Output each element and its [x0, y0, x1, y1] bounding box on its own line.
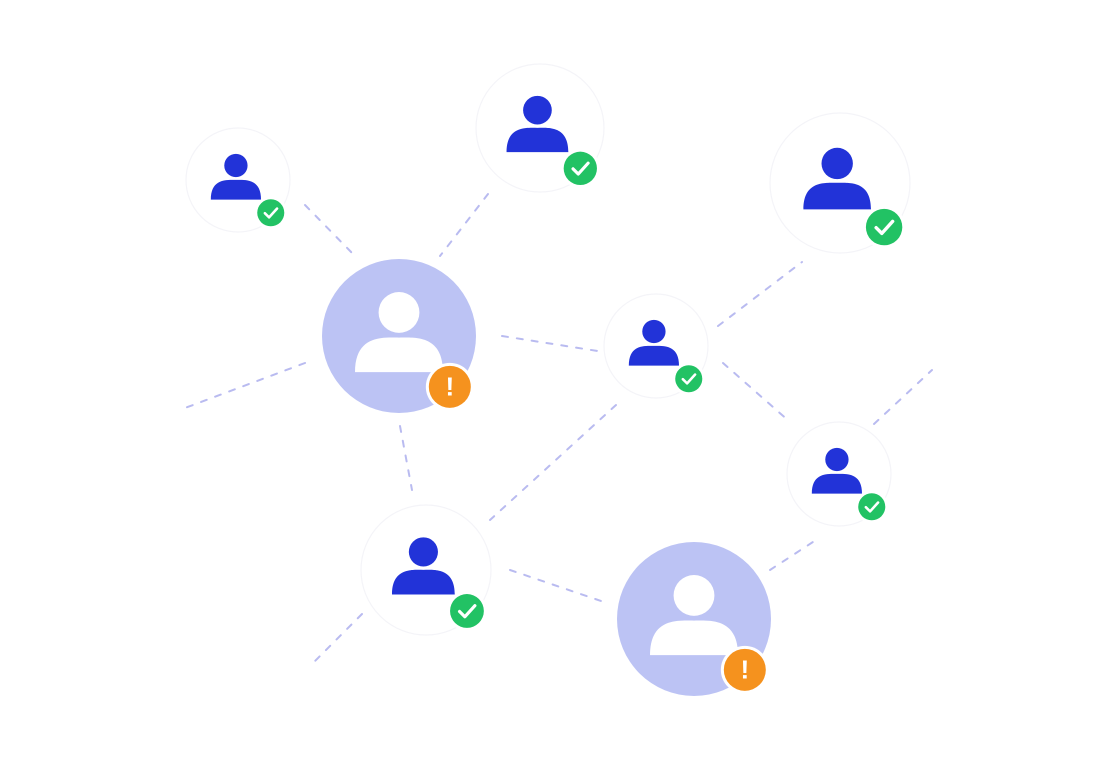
exclamation-circle-icon: ! — [720, 645, 769, 694]
verified-user-node[interactable] — [185, 127, 291, 233]
user-icon — [628, 319, 680, 366]
user-icon — [650, 575, 738, 656]
warning-glyph: ! — [445, 372, 454, 402]
verified-user-node[interactable] — [786, 421, 892, 527]
check-circle-icon — [862, 205, 906, 249]
connection-line-u1-u4 — [304, 204, 356, 257]
connection-line-u5-u7 — [489, 404, 617, 521]
warning-glyph: ! — [740, 655, 749, 685]
connection-line-u6-offscreen-right — [873, 369, 933, 425]
check-circle-icon — [254, 196, 288, 230]
connection-line-u5-u3 — [717, 261, 803, 327]
verified-user-node[interactable] — [475, 63, 605, 193]
user-icon — [210, 153, 262, 200]
connection-lines — [184, 193, 933, 665]
user-icon — [803, 147, 871, 210]
user-icon — [506, 95, 569, 153]
check-circle-icon — [672, 362, 706, 396]
check-circle-icon — [447, 591, 487, 631]
user-icon — [811, 447, 863, 494]
connection-line-u4-u5 — [501, 335, 605, 353]
flagged-user-node[interactable]: ! — [617, 542, 771, 696]
check-circle-icon — [855, 490, 889, 524]
flagged-user-node[interactable]: ! — [322, 259, 476, 413]
connection-line-u7-offscreen-bottom-left — [311, 613, 363, 665]
verified-user-node[interactable] — [603, 293, 709, 399]
connection-line-u8-u6 — [769, 539, 817, 571]
user-icon — [355, 292, 443, 373]
user-nodes: !! — [185, 63, 911, 696]
connection-line-u2-u4 — [439, 193, 489, 257]
connection-line-u5-u6 — [722, 362, 791, 423]
user-icon — [392, 537, 455, 595]
connection-line-u4-u7 — [399, 425, 413, 491]
check-circle-icon — [560, 148, 600, 188]
connection-line-u7-u8 — [509, 569, 605, 603]
exclamation-circle-icon: ! — [425, 362, 474, 411]
verified-user-node[interactable] — [769, 112, 911, 254]
connection-line-u4-offscreen-left — [184, 362, 306, 409]
verified-user-node[interactable] — [360, 504, 492, 636]
